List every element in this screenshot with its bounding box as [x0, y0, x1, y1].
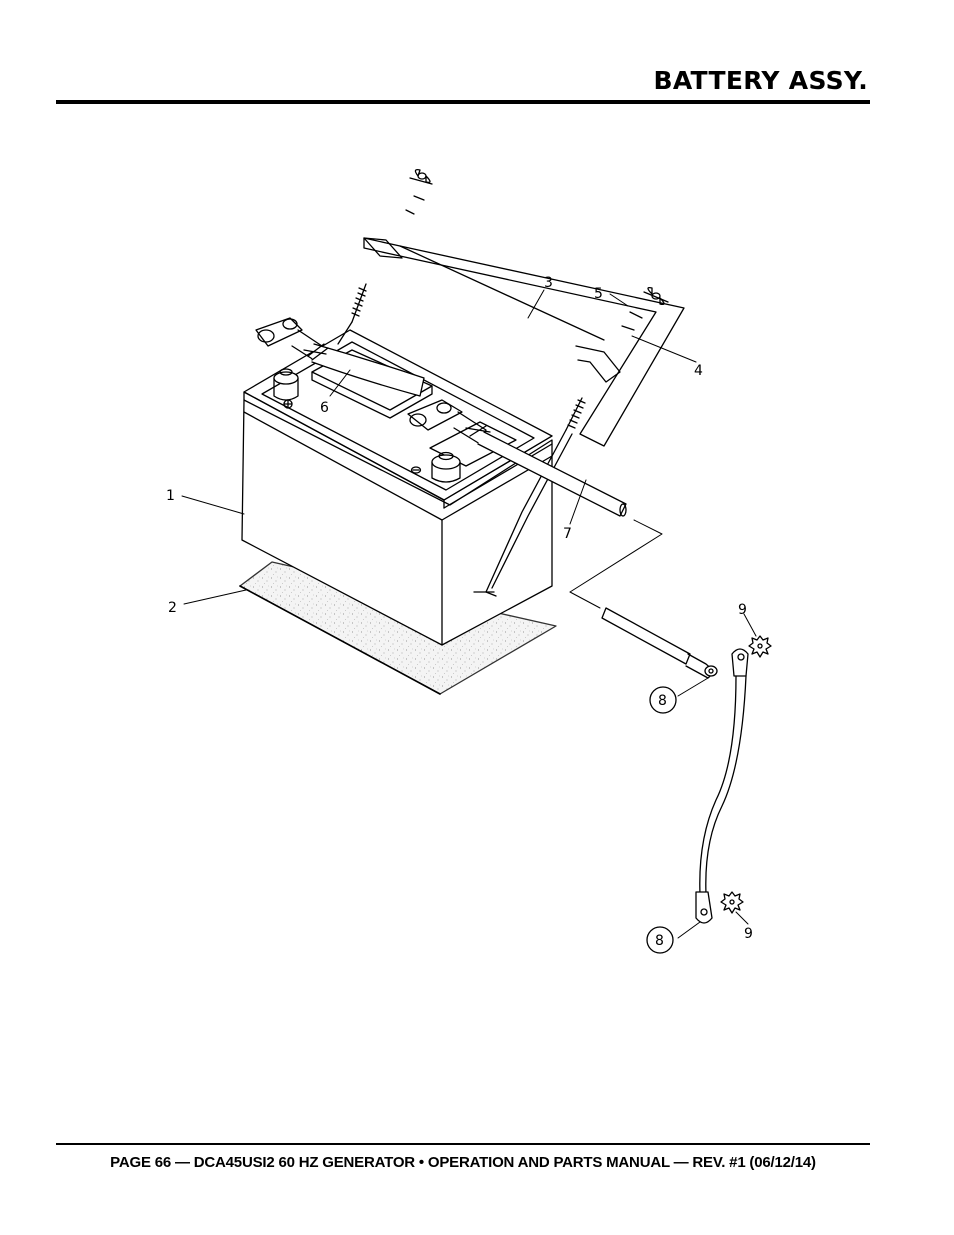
callout-circle-8-bottom	[646, 926, 674, 954]
page-footer: PAGE 66 — DCA45USI2 60 HZ GENERATOR • OP…	[110, 1154, 816, 1171]
positive-cable	[407, 399, 627, 517]
callout-5: 5	[594, 286, 603, 302]
page-title: BATTERY ASSY.	[653, 66, 868, 95]
cable-break-lines	[569, 519, 663, 609]
callout-3: 3	[544, 275, 553, 291]
callout-9-bottom: 9	[744, 926, 753, 942]
washer-top-b	[405, 209, 415, 215]
washer-right-b	[621, 325, 635, 331]
ground-strap	[695, 648, 749, 924]
hold-down-j-bolt-left	[337, 283, 367, 345]
washer-right-a	[629, 311, 643, 319]
battery-mat	[239, 561, 557, 695]
callout-8-top: 8	[658, 693, 667, 709]
wing-nut-top	[409, 168, 433, 185]
callout-1: 1	[166, 488, 175, 504]
callout-8-bottom: 8	[655, 933, 664, 949]
callout-7: 7	[563, 526, 572, 542]
negative-cable	[255, 317, 425, 397]
star-washer-bottom	[720, 891, 744, 914]
leader-lines	[181, 289, 757, 939]
callout-2: 2	[168, 600, 177, 616]
callout-6: 6	[320, 400, 329, 416]
callout-circle-8-top	[649, 686, 677, 714]
header-divider	[56, 100, 870, 104]
callout-9-top: 9	[738, 602, 747, 618]
hold-down-bracket	[363, 237, 685, 447]
callout-4: 4	[694, 363, 703, 379]
footer-divider	[56, 1143, 870, 1145]
washer-top-a	[413, 195, 425, 201]
star-washer-top	[748, 635, 772, 658]
cable-end-terminal	[601, 607, 718, 679]
wing-nut-right	[643, 286, 669, 306]
